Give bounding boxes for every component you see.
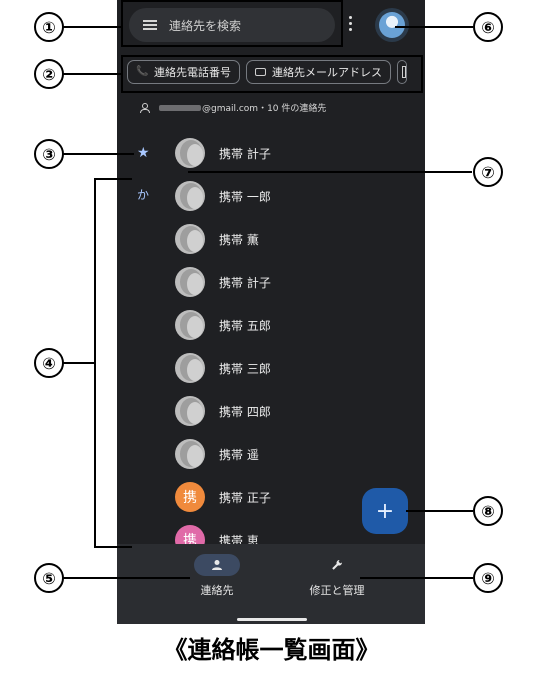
contact-photo bbox=[175, 267, 205, 297]
figure-caption: 《連絡帳一覧画面》 bbox=[163, 636, 380, 664]
callout-line bbox=[94, 178, 132, 180]
account-info: @gmail.com・10 件の連絡先 bbox=[139, 101, 326, 114]
home-indicator[interactable] bbox=[237, 618, 307, 621]
chip-contact-phone[interactable]: 📞 連絡先電話番号 bbox=[127, 60, 240, 84]
callout-1: ① bbox=[34, 12, 64, 42]
contact-photo bbox=[175, 138, 205, 168]
callout-line bbox=[395, 26, 473, 28]
callout-line bbox=[62, 26, 122, 28]
contact-name: 携帯 恵 bbox=[219, 533, 259, 545]
callout-line bbox=[94, 178, 96, 548]
contact-list[interactable]: 携帯 計子 携帯 一郎 携帯 薫 携帯 計子 携帯 五郎 携帯 三郎 携帯 四郎 bbox=[117, 132, 425, 544]
contact-name: 携帯 五郎 bbox=[219, 318, 271, 333]
contact-name: 携帯 正子 bbox=[219, 490, 271, 505]
redacted-account-name bbox=[159, 104, 201, 111]
nav-contacts[interactable]: 連絡先 bbox=[162, 554, 272, 598]
callout-line bbox=[62, 577, 190, 579]
list-item[interactable]: 携 携帯 正子 bbox=[175, 480, 271, 514]
list-item[interactable]: 携帯 四郎 bbox=[175, 394, 271, 428]
callout-4: ④ bbox=[34, 348, 64, 378]
contact-photo bbox=[175, 439, 205, 469]
list-item[interactable]: 携帯 薫 bbox=[175, 222, 259, 256]
search-bar[interactable]: 連絡先を検索 bbox=[129, 8, 335, 42]
mail-icon bbox=[255, 68, 266, 76]
chip-more[interactable] bbox=[397, 60, 407, 84]
nav-fix-and-manage[interactable]: 修正と管理 bbox=[282, 554, 392, 598]
contact-name: 携帯 遥 bbox=[219, 447, 259, 462]
nav-label: 修正と管理 bbox=[309, 584, 365, 597]
callout-5: ⑤ bbox=[34, 563, 64, 593]
contact-photo bbox=[175, 396, 205, 426]
callout-9: ⑨ bbox=[473, 563, 503, 593]
list-item[interactable]: 携帯 遥 bbox=[175, 437, 259, 471]
callout-line bbox=[360, 577, 473, 579]
phone-icon: 📞 bbox=[136, 66, 149, 77]
account-avatar[interactable] bbox=[375, 8, 409, 42]
callout-line bbox=[188, 171, 472, 173]
person-outline-icon bbox=[139, 102, 150, 113]
more-options-icon[interactable] bbox=[349, 16, 353, 34]
list-item[interactable]: 携帯 計子 bbox=[175, 136, 271, 170]
callout-line bbox=[62, 153, 134, 155]
account-summary: @gmail.com・10 件の連絡先 bbox=[202, 104, 327, 114]
wrench-icon bbox=[314, 554, 360, 576]
contact-photo bbox=[175, 181, 205, 211]
contact-letter-avatar: 携 bbox=[175, 482, 205, 512]
contacts-app-screen: 連絡先を検索 📞 連絡先電話番号 連絡先メールアドレス @gmail.com・1… bbox=[117, 0, 425, 624]
contact-name: 携帯 一郎 bbox=[219, 189, 271, 204]
list-item[interactable]: 携帯 一郎 bbox=[175, 179, 271, 213]
chip-more-icon bbox=[402, 66, 406, 78]
callout-line bbox=[62, 362, 94, 364]
chip-contact-email[interactable]: 連絡先メールアドレス bbox=[246, 60, 391, 84]
list-item[interactable]: 携 携帯 恵 bbox=[175, 523, 259, 544]
list-item[interactable]: 携帯 五郎 bbox=[175, 308, 271, 342]
contact-name: 携帯 計子 bbox=[219, 275, 271, 290]
callout-6: ⑥ bbox=[473, 12, 503, 42]
callout-3: ③ bbox=[34, 139, 64, 169]
list-item[interactable]: 携帯 計子 bbox=[175, 265, 271, 299]
list-item[interactable]: 携帯 三郎 bbox=[175, 351, 271, 385]
callout-box-chips bbox=[121, 55, 423, 93]
account-photo-icon bbox=[379, 12, 405, 38]
filter-chips: 📞 連絡先電話番号 連絡先メールアドレス bbox=[127, 60, 407, 84]
contact-name: 携帯 三郎 bbox=[219, 361, 271, 376]
chip-label: 連絡先電話番号 bbox=[154, 66, 231, 79]
search-input[interactable]: 連絡先を検索 bbox=[169, 18, 242, 33]
callout-line bbox=[406, 510, 473, 512]
callout-line bbox=[94, 546, 132, 548]
nav-label: 連絡先 bbox=[200, 584, 234, 597]
person-icon bbox=[194, 554, 240, 576]
contact-photo bbox=[175, 224, 205, 254]
callout-8: ⑧ bbox=[473, 496, 503, 526]
contact-photo bbox=[175, 310, 205, 340]
contact-name: 携帯 四郎 bbox=[219, 404, 271, 419]
callout-box-search bbox=[121, 0, 343, 47]
menu-icon[interactable] bbox=[143, 20, 157, 30]
index-letter: か bbox=[137, 188, 150, 202]
contact-name: 携帯 薫 bbox=[219, 232, 259, 247]
contact-photo bbox=[175, 353, 205, 383]
bottom-navigation: 連絡先 修正と管理 bbox=[117, 544, 425, 624]
callout-7: ⑦ bbox=[473, 157, 503, 187]
chip-label: 連絡先メールアドレス bbox=[272, 66, 382, 79]
contact-name: 携帯 計子 bbox=[219, 146, 271, 161]
starred-index-icon: ★ bbox=[137, 145, 150, 161]
callout-line bbox=[62, 73, 122, 75]
callout-2: ② bbox=[34, 59, 64, 89]
contact-letter-avatar: 携 bbox=[175, 525, 205, 544]
add-contact-button[interactable]: + bbox=[362, 488, 408, 534]
